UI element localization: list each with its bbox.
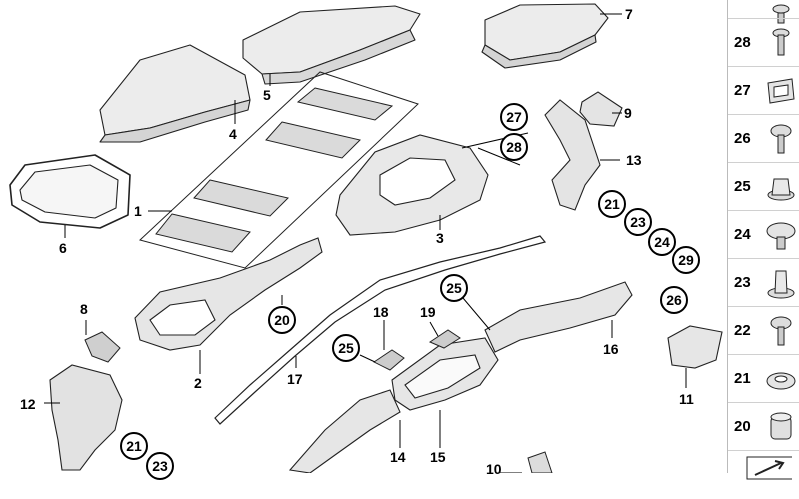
part-11-bracket — [667, 325, 723, 369]
legend-row-21: 21 — [728, 354, 799, 403]
expansion-rivet-icon — [767, 270, 795, 299]
callout-15: 15 — [430, 449, 446, 465]
callout-10: 10 — [486, 461, 502, 477]
callout-18: 18 — [373, 304, 389, 320]
callout-2: 2 — [194, 375, 202, 391]
legend-row-24: 24 — [728, 210, 799, 259]
screw-icon — [772, 28, 790, 56]
part-6-frame — [9, 154, 131, 229]
screw-icon — [770, 124, 792, 154]
callout-5: 5 — [263, 87, 271, 103]
part-16-duct — [484, 281, 633, 353]
spring-nut-icon — [766, 372, 796, 390]
legend-row-bottom — [728, 450, 799, 499]
part-14-duct — [288, 389, 401, 473]
cap-nut-icon — [770, 412, 792, 440]
part-8-clip — [84, 331, 121, 363]
part-13-duct — [544, 99, 601, 211]
clip-nut-icon — [767, 78, 795, 104]
circled-callout-28: 28 — [500, 133, 528, 161]
legend-number: 26 — [734, 130, 751, 147]
push-rivet-icon — [766, 222, 796, 250]
part-19-clip — [428, 329, 461, 349]
part-9-clip — [579, 91, 623, 127]
legend-row-25: 25 — [728, 162, 799, 211]
callout-11: 11 — [679, 391, 694, 407]
callout-13: 13 — [626, 152, 642, 168]
fastener-legend: 28 27 26 25 24 23 — [727, 0, 799, 480]
legend-number: 22 — [734, 322, 751, 339]
arrow-icon — [746, 456, 792, 480]
legend-number: 20 — [734, 418, 751, 435]
circled-callout-23: 23 — [624, 208, 652, 236]
circled-callout-20: 20 — [268, 306, 296, 334]
callout-3: 3 — [436, 230, 444, 246]
circled-callout-21-lower: 21 — [120, 432, 148, 460]
circled-callout-29: 29 — [672, 246, 700, 274]
part-10-clip — [527, 451, 553, 473]
legend-row-26: 26 — [728, 114, 799, 163]
legend-number: 23 — [734, 274, 751, 291]
callout-17: 17 — [287, 371, 303, 387]
legend-row-23: 23 — [728, 258, 799, 307]
part-12-duct — [49, 364, 123, 471]
callout-6: 6 — [59, 240, 67, 256]
grommet-icon — [767, 178, 795, 201]
circled-callout-23-lower: 23 — [146, 452, 174, 480]
legend-number: 28 — [734, 34, 751, 51]
legend-row-28: 28 — [728, 18, 799, 67]
callout-8: 8 — [80, 301, 88, 317]
legend-number: 24 — [734, 226, 751, 243]
legend-number: 25 — [734, 178, 751, 195]
part-17-seal — [214, 235, 547, 425]
part-18-clip — [373, 349, 405, 371]
circled-callout-21: 21 — [598, 190, 626, 218]
legend-row-22: 22 — [728, 306, 799, 355]
circled-callout-25: 25 — [440, 274, 468, 302]
circled-callout-26: 26 — [660, 286, 688, 314]
circled-callout-25-lower: 25 — [332, 334, 360, 362]
callout-9: 9 — [624, 105, 632, 121]
legend-number: 27 — [734, 82, 751, 99]
legend-row-20: 20 — [728, 402, 799, 451]
legend-number: 21 — [734, 370, 751, 387]
part-7-lid — [484, 3, 609, 61]
circled-callout-27: 27 — [500, 103, 528, 131]
callout-7: 7 — [625, 6, 633, 22]
callout-16: 16 — [603, 341, 619, 357]
callout-12: 12 — [20, 396, 36, 412]
screw-icon — [770, 316, 792, 346]
part-1-filter-set — [138, 71, 419, 269]
parts-diagram — [9, 3, 723, 473]
legend-row-27: 27 — [728, 66, 799, 115]
callout-14: 14 — [390, 449, 406, 465]
callout-4: 4 — [229, 126, 237, 142]
callout-1: 1 — [134, 203, 142, 219]
callout-19: 19 — [420, 304, 436, 320]
circled-callout-24: 24 — [648, 228, 676, 256]
